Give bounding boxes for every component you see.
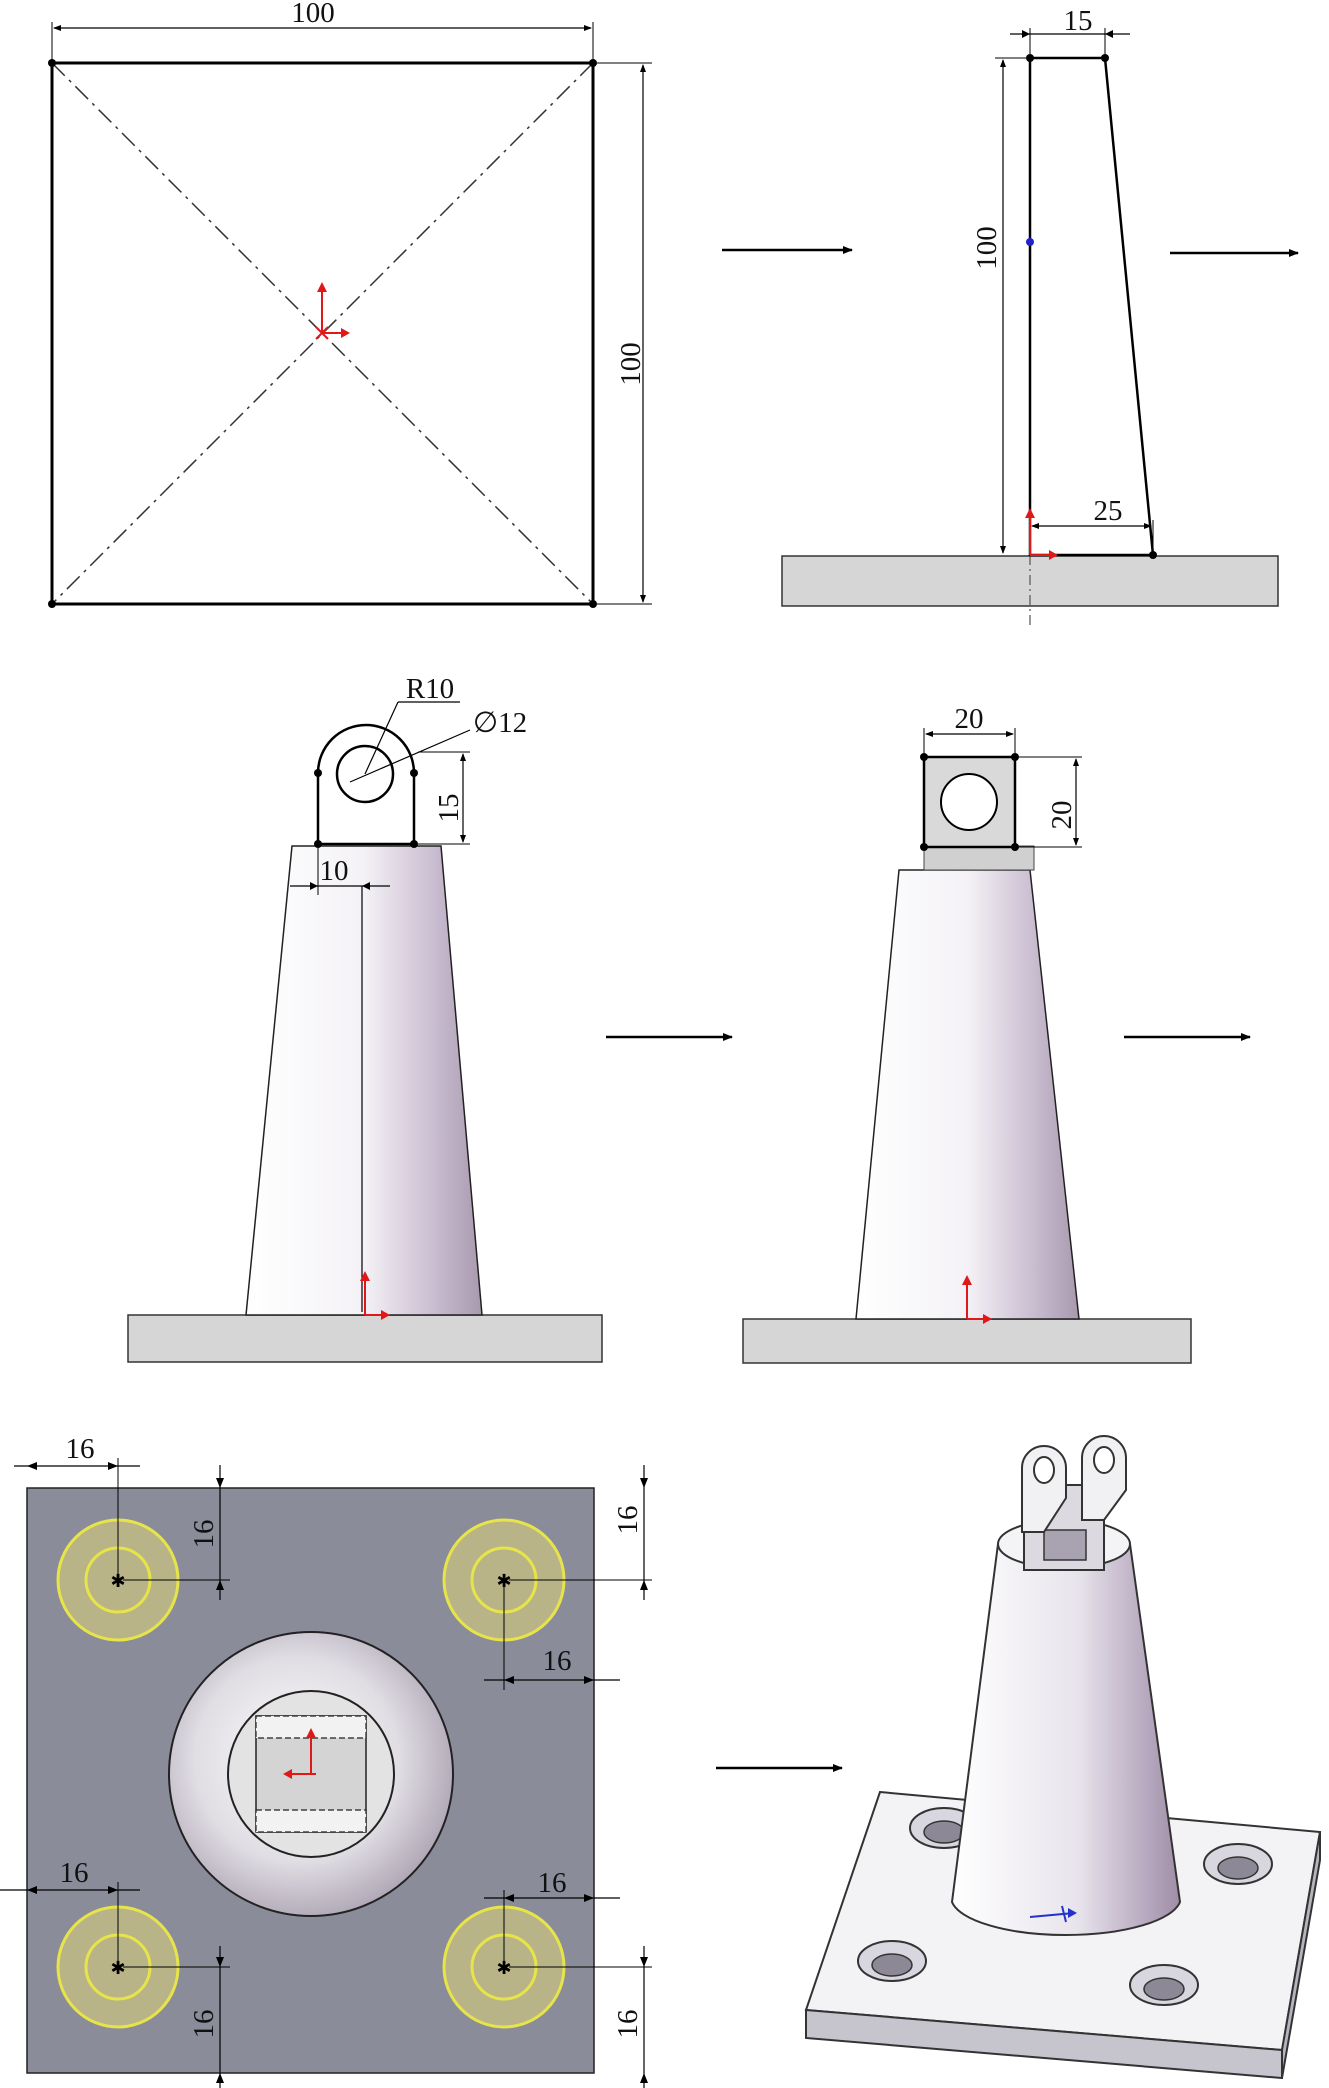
cone-3d — [950, 1543, 1182, 1936]
hole-tr-y-label: 16 — [612, 1506, 644, 1535]
plate-side-face — [1281, 1831, 1321, 2079]
axis-triad-icon — [1029, 1905, 1077, 1923]
panel-profile-sketch: 15 100 25 — [781, 5, 1279, 628]
diagonal-1 — [51, 62, 594, 605]
hole-br-y-label: 16 — [612, 2010, 644, 2039]
base-plate — [127, 1314, 603, 1363]
hole-bottom-right: ✱ — [442, 1905, 566, 2029]
hole-bl-x-label: 16 — [60, 1857, 89, 1889]
square-outline — [50, 61, 595, 606]
radius-label: R10 — [406, 673, 454, 705]
origin-icon — [283, 1728, 316, 1779]
svg-text:✱: ✱ — [110, 1571, 125, 1592]
top-width-label: 15 — [1064, 5, 1093, 37]
block-width-label: 20 — [955, 703, 984, 735]
diagonal-2 — [51, 62, 594, 605]
panel-square-sketch: 100 100 — [48, 0, 652, 608]
svg-text:✱: ✱ — [496, 1571, 511, 1592]
panel-cone-lug-sketch: R10 ∅12 15 10 — [127, 673, 603, 1363]
lug-hole — [940, 773, 998, 831]
origin-icon — [1025, 508, 1058, 560]
origin-icon — [962, 1275, 992, 1324]
sketch-point — [1026, 238, 1034, 246]
cone-body — [855, 869, 1080, 1320]
svg-text:✱: ✱ — [496, 1958, 511, 1979]
lug-width-label: 10 — [320, 855, 349, 887]
cone-body — [245, 845, 483, 1316]
block-height-label: 20 — [1046, 801, 1078, 830]
hole-tr-x-label: 16 — [543, 1645, 572, 1677]
height-dimension-label: 100 — [615, 342, 647, 386]
hole-tl-y-label: 16 — [188, 1520, 220, 1549]
profile-outline — [1028, 56, 1155, 557]
clevis-ear-left — [1021, 1445, 1067, 1533]
hole-bl-y-label: 16 — [188, 2010, 220, 2039]
panel-plate-top-view: ✱ ✱ ✱ ✱ 16 — [0, 1433, 652, 2088]
panel-3d-model — [804, 1435, 1322, 2080]
diameter-label: ∅12 — [473, 707, 527, 739]
svg-text:✱: ✱ — [110, 1958, 125, 1979]
lug-height-label: 15 — [433, 794, 465, 823]
width-dimension-label: 100 — [291, 0, 335, 29]
panel-lug-block: 20 20 — [742, 703, 1192, 1364]
profile-height-label: 100 — [971, 226, 1003, 270]
base-plate — [742, 1318, 1192, 1364]
hole-br-x-label: 16 — [538, 1867, 567, 1899]
origin-icon — [360, 1271, 390, 1320]
origin-icon — [315, 282, 350, 340]
clevis-ear-right — [1081, 1435, 1127, 1521]
hole-tl-x-label: 16 — [66, 1433, 95, 1465]
bottom-width-label: 25 — [1094, 495, 1123, 527]
